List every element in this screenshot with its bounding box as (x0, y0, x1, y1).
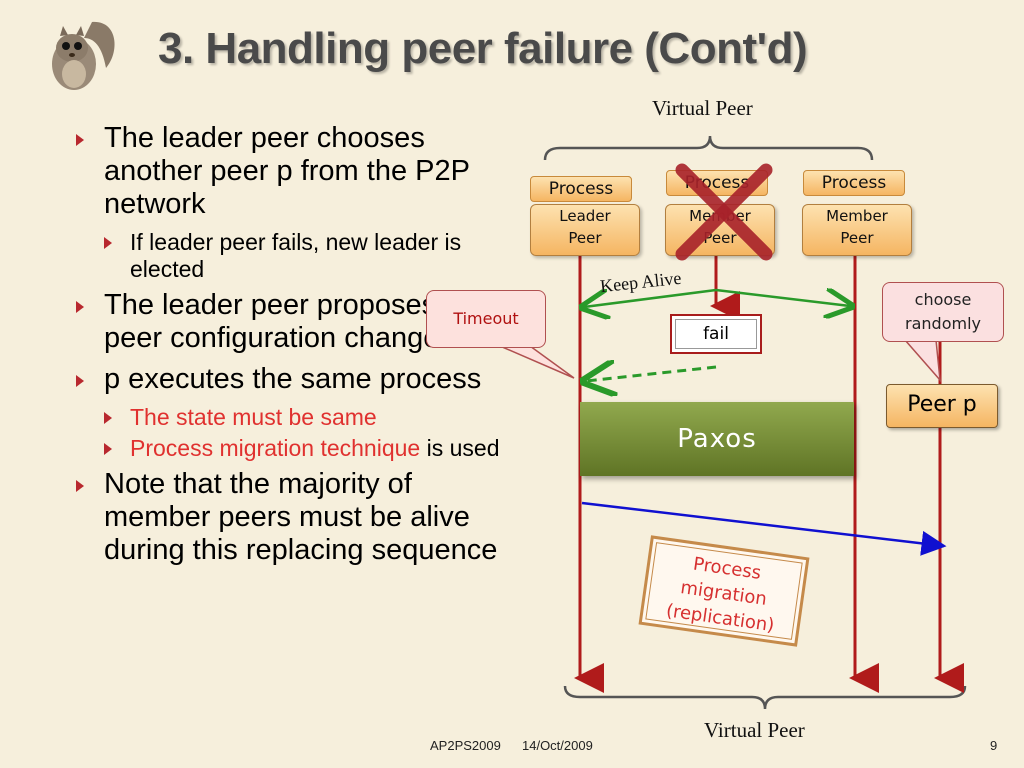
bullet-arrow-icon (76, 480, 84, 492)
bullet-text: The leader peer chooses another peer p f… (104, 122, 470, 220)
virtual-peer-brace-top (543, 135, 874, 161)
member-peer-label-line2: Peer (703, 229, 737, 247)
member-peer-box: Member Peer (802, 204, 912, 256)
leader-peer-label-line2: Peer (568, 229, 602, 247)
leader-peer-box: Leader Peer (530, 204, 640, 256)
member-peer-label-line1: Member (826, 207, 888, 225)
failure-x-icon (675, 163, 773, 261)
member-peer-label-line2: Peer (840, 229, 874, 247)
process-box-leader: Process (530, 176, 632, 202)
leader-peer-label-line1: Leader (559, 207, 611, 225)
bullet-arrow-icon (76, 134, 84, 146)
bullet-arrow-icon (104, 237, 112, 249)
sub-bullet-text: is used (426, 435, 500, 461)
choose-randomly-callout: choose randomly (882, 282, 1004, 342)
bullet-text: The leader peer proposes a peer configur… (104, 289, 461, 354)
sub-bullet-text: If leader peer fails, new leader is elec… (130, 229, 462, 282)
virtual-peer-brace-bottom (563, 685, 967, 710)
bullet-item: Note that the majority of member peers m… (76, 468, 521, 567)
footer-page-number: 9 (990, 738, 998, 753)
keep-alive-arrow-right (715, 290, 850, 306)
bullet-item: The leader peer proposes a peer configur… (76, 289, 521, 355)
choose-randomly-line2: randomly (905, 314, 981, 333)
bullet-list: The leader peer chooses another peer p f… (76, 122, 521, 575)
process-migration-text: Process migration (replication) (645, 542, 803, 640)
slide-title: 3. Handling peer failure (Cont'd) (158, 24, 808, 73)
migration-arrow (581, 501, 947, 556)
sub-bullet-item: Process migration technique is used (104, 435, 521, 462)
paxos-box: Paxos (580, 402, 854, 476)
timeout-callout-tail (499, 345, 575, 379)
peer-p-box: Peer p (886, 384, 998, 428)
fail-label: fail (675, 319, 757, 349)
sub-bullet-item: If leader peer fails, new leader is elec… (104, 229, 521, 283)
footer-date: 14/Oct/2009 (522, 738, 593, 753)
fail-box: fail (670, 314, 762, 354)
timeout-callout: Timeout (426, 290, 546, 348)
timeout-dashed-arrow (586, 367, 717, 381)
bullet-arrow-icon (76, 375, 84, 387)
timeout-label: Timeout (453, 309, 519, 328)
bullet-arrow-icon (104, 443, 112, 455)
virtual-peer-label-bottom: Virtual Peer (704, 718, 805, 742)
bullet-item: The leader peer chooses another peer p f… (76, 122, 521, 221)
bullet-text: Note that the majority of member peers m… (104, 468, 498, 566)
virtual-peer-label-top: Virtual Peer (652, 96, 753, 120)
bullet-text: p executes the same process (104, 363, 482, 395)
choose-callout-tail (903, 339, 941, 383)
sub-bullet-highlight: Process migration technique (130, 435, 421, 461)
keep-alive-arrow-left (584, 288, 717, 307)
sub-bullet-text: The state must be same (130, 404, 377, 430)
bullet-item: p executes the same process (76, 363, 521, 396)
bullet-arrow-icon (76, 301, 84, 313)
sub-bullet-item: The state must be same (104, 404, 521, 431)
choose-randomly-line1: choose (914, 290, 972, 309)
process-box-member: Process (803, 170, 905, 196)
bullet-arrow-icon (104, 412, 112, 424)
squirrel-logo-icon (52, 21, 115, 90)
footer-conference: AP2PS2009 (430, 738, 501, 753)
